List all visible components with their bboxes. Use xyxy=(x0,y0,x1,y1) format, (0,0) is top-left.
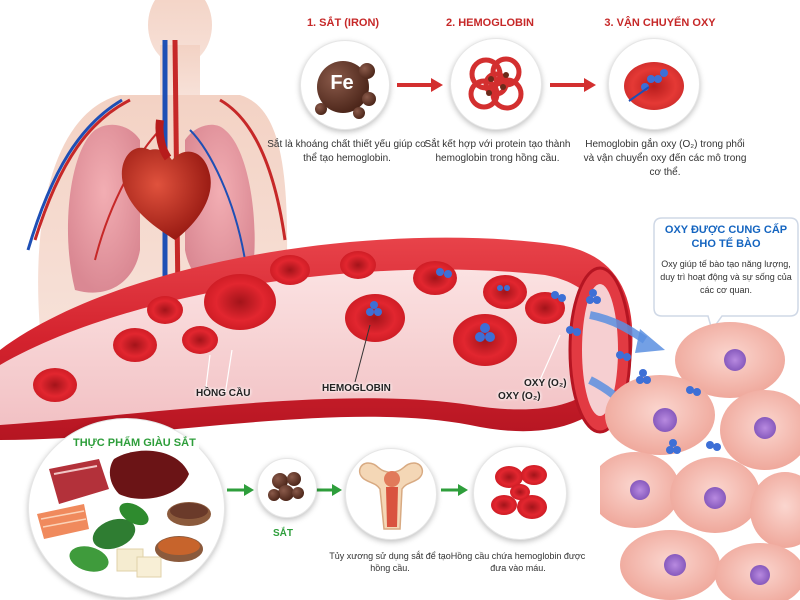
hemoglobin-label: HEMOGLOBIN xyxy=(322,383,391,394)
iron-circle xyxy=(300,40,390,130)
iron-symbol: Fe xyxy=(330,72,354,94)
food-title: THỰC PHẨM GIÀU SẮT xyxy=(70,437,199,449)
info-bubble: OXY ĐƯỢC CUNG CẤP CHO TẾ BÀO Oxy giúp tế… xyxy=(652,216,800,332)
step-desc-hemoglobin: Sắt kết hợp với protein tạo thành hemogl… xyxy=(424,139,571,164)
arrow-right-icon xyxy=(395,76,445,94)
step-desc-iron: Sắt là khoáng chất thiết yếu giúp cơ thể… xyxy=(267,139,427,164)
bone-marrow-desc: Tủy xương sử dụng sắt để tạo hồng cầu. xyxy=(329,551,451,573)
red-blood-cells-circle xyxy=(473,446,567,540)
bone-marrow-circle xyxy=(345,448,437,540)
arrow-right-icon xyxy=(548,76,598,94)
arrow-right-icon xyxy=(226,483,256,497)
iron-pellets-circle xyxy=(257,458,317,518)
arrow-right-icon xyxy=(440,483,470,497)
bubble-title: OXY ĐƯỢC CUNG CẤP CHO TẾ BÀO xyxy=(664,224,788,250)
step-desc-oxygen-transport: Hemoglobin gắn oxy (O₂) trong phổi và vậ… xyxy=(583,139,747,178)
step-title-iron: 1. SẮT (IRON) xyxy=(306,17,380,29)
step-title-oxygen-transport: 3. VẬN CHUYỂN OXY xyxy=(604,17,716,29)
red-cell-label: HỒNG CẦU xyxy=(196,388,251,399)
iron-label: SẮT xyxy=(273,528,293,539)
bubble-text: Oxy giúp tế bào tạo năng lượng, duy trì … xyxy=(660,259,792,295)
red-cells-desc: Hồng cầu chứa hemoglobin được đưa vào má… xyxy=(450,551,586,573)
oxygen-label-1: OXY (O₂) xyxy=(524,378,567,389)
oxygen-label-2: OXY (O₂) xyxy=(498,391,541,402)
arrow-right-icon xyxy=(314,483,344,497)
blood-vessel-illustration xyxy=(0,200,640,460)
step-title-hemoglobin: 2. HEMOGLOBIN xyxy=(445,17,534,29)
oxygen-transport-circle xyxy=(608,38,700,130)
tissue-cells-illustration xyxy=(600,320,800,600)
hemoglobin-circle xyxy=(450,38,542,130)
